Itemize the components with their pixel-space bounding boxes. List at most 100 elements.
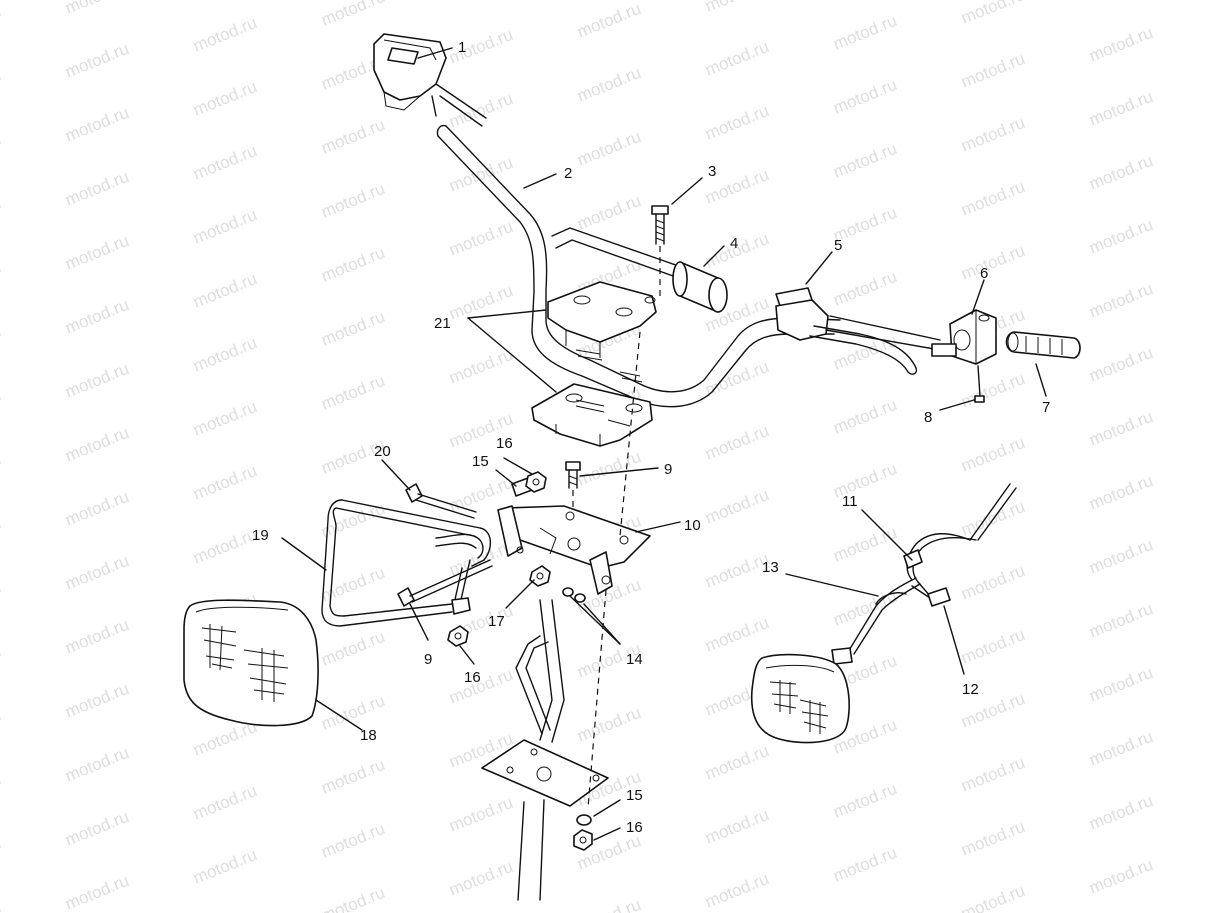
watermark-text: motod.ru (62, 359, 131, 402)
part-brake-lever (775, 287, 941, 375)
watermark-text: motod.ru (1086, 0, 1155, 2)
callout-6: 6 (980, 265, 988, 282)
watermark-text: motod.ru (190, 909, 259, 913)
part-bracket-plate (497, 331, 651, 595)
callout-17: 17 (488, 613, 505, 630)
part-master-cylinder (373, 33, 487, 127)
watermark-text: motod.ru (830, 779, 899, 822)
callout-19: 19 (252, 527, 269, 544)
watermark-text: motod.ru (1086, 663, 1155, 706)
watermark-text: motod.ru (0, 897, 4, 913)
watermark-text: motod.ru (1086, 727, 1155, 770)
watermark-text: motod.ru (0, 769, 4, 812)
watermark-text: motod.ru (318, 883, 387, 913)
callout-labels: 1 2 3 4 5 6 7 8 9 9 10 11 12 13 14 15 15… (252, 39, 1050, 836)
callout-11: 11 (842, 493, 858, 510)
watermark-text: motod.ru (574, 127, 643, 170)
watermark-text: motod.ru (958, 113, 1027, 156)
watermark-text: motod.ru (446, 0, 515, 4)
watermark-text: motod.ru (702, 37, 771, 80)
watermark-text: motod.ru (62, 871, 131, 913)
watermark-text: motod.ru (190, 461, 259, 504)
watermark-text: motod.ru (62, 295, 131, 338)
watermark-text: motod.ru (318, 243, 387, 286)
part-handlebar-clamps (531, 281, 657, 447)
watermark-text: motod.ru (958, 817, 1027, 860)
callout-14: 14 (626, 651, 643, 668)
watermark-text: motod.ru (190, 525, 259, 568)
watermark-text: motod.ru (830, 459, 899, 502)
watermark-text: motod.ru (830, 11, 899, 54)
callout-12: 12 (962, 681, 979, 698)
watermark-text: motod.ru (0, 321, 4, 364)
watermark-text: motod.ru (190, 141, 259, 184)
callout-9-lower: 9 (424, 651, 432, 668)
watermark-text: motod.ru (318, 115, 387, 158)
watermark-text: motod.ru (958, 241, 1027, 284)
watermark-text: motod.ru (318, 179, 387, 222)
watermark-text: motod.ru (62, 743, 131, 786)
watermark-text: motod.ru (958, 0, 1027, 28)
watermark-text: motod.ru (0, 1, 4, 44)
watermark-text: motod.ru (702, 0, 771, 16)
watermark-text: motod.ru (702, 613, 771, 656)
watermark-text: motod.ru (574, 191, 643, 234)
watermark-text: motod.ru (190, 845, 259, 888)
callout-5: 5 (834, 237, 842, 254)
watermark-text: motod.ru (0, 193, 4, 236)
watermark-text: motod.ru (830, 523, 899, 566)
callout-8: 8 (924, 409, 932, 426)
watermark-text: motod.ru (1086, 471, 1155, 514)
watermark-text: motod.ru (0, 641, 4, 684)
watermark-text: motod.ru (318, 627, 387, 670)
watermark-text: motod.ru (574, 703, 643, 746)
part-handlebar (436, 124, 841, 408)
part-bolt-3 (651, 205, 669, 296)
watermark-text: motod.ru (190, 333, 259, 376)
part-headlight-left (183, 599, 319, 727)
watermark-text: motod.ru (190, 269, 259, 312)
watermark-text: motod.ru (702, 421, 771, 464)
watermark-text: motod.ru (830, 267, 899, 310)
watermark-text: motod.ru (574, 0, 643, 42)
part-lower-mount (481, 589, 609, 901)
watermark-text: motod.ru (190, 781, 259, 824)
callout-16-lower: 16 (626, 819, 643, 836)
watermark-text: motod.ru (0, 705, 4, 748)
watermark-text: motod.ru (830, 395, 899, 438)
watermark-text: motod.ru (62, 551, 131, 594)
watermark-text: motod.ru (190, 397, 259, 440)
watermark-text: motod.ru (1086, 855, 1155, 898)
watermark-text: motod.ru (1086, 791, 1155, 834)
watermark-text: motod.ru (0, 833, 4, 876)
part-nut-16-lower-left (447, 625, 469, 647)
watermark-text: motod.ru (1086, 87, 1155, 130)
leader-lines (281, 47, 1047, 841)
part-guard-frame (321, 499, 565, 743)
part-nut-17 (529, 565, 551, 587)
callout-21: 21 (434, 315, 451, 332)
watermark-text: motod.ru (62, 807, 131, 850)
watermark-text: motod.ru (318, 0, 387, 30)
watermark-text: motod.ru (958, 177, 1027, 220)
watermark-text: motod.ru (190, 205, 259, 248)
watermark-text: motod.ru (446, 345, 515, 388)
watermark-text: motod.ru (446, 857, 515, 900)
watermark-text: motod.ru (62, 679, 131, 722)
watermark-text: motod.ru (1086, 215, 1155, 258)
watermark-text: motod.ru (62, 103, 131, 146)
watermark-text: motod.ru (0, 129, 4, 172)
watermark-text: motod.ru (318, 307, 387, 350)
watermark-text: motod.ru (318, 371, 387, 414)
watermark-text: motod.ru (446, 665, 515, 708)
callout-16-lower-left: 16 (464, 669, 481, 686)
watermark-text: motod.ru (446, 217, 515, 260)
callout-15-lower: 15 (626, 787, 643, 804)
watermark-text: motod.ru (62, 423, 131, 466)
watermark-text: motod.ru (958, 369, 1027, 412)
watermark-text: motod.ru (446, 25, 515, 68)
part-bolt-9-upper (565, 461, 581, 512)
watermark-text: motod.ru (702, 485, 771, 528)
watermark-text: motod.ru (318, 691, 387, 734)
